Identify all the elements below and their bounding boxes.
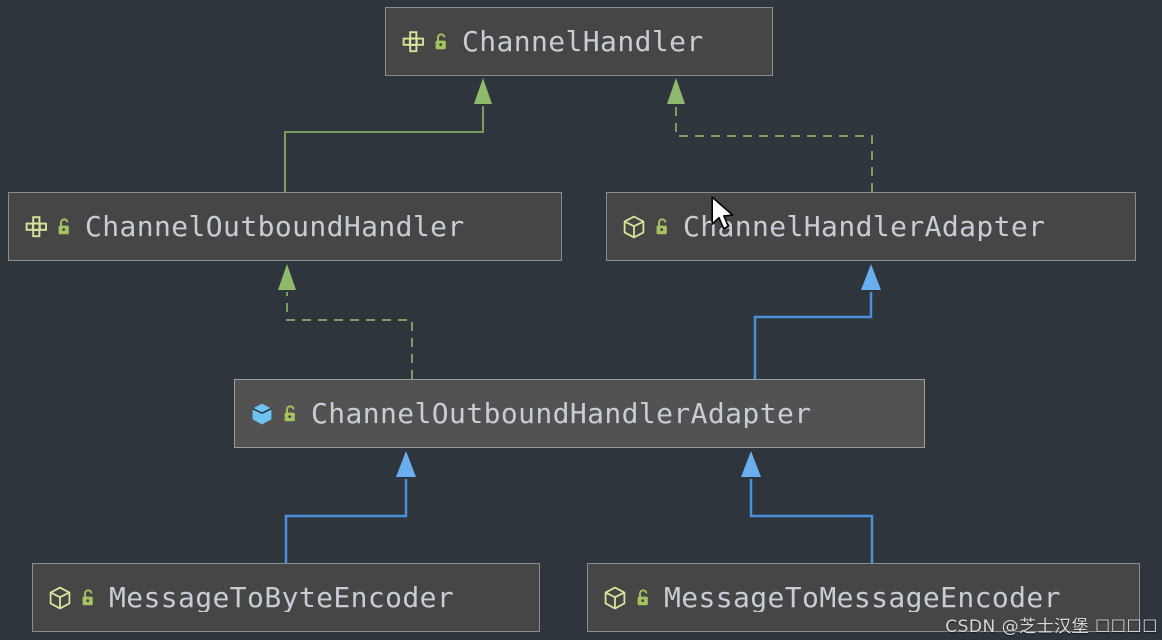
class-node-label: ChannelOutboundHandler [85, 212, 465, 241]
class-node-channel-outbound-handler-adapter[interactable]: ChannelOutboundHandlerAdapter [234, 379, 925, 448]
unlocked-padlock-icon [637, 588, 648, 605]
interface-icon [402, 30, 424, 52]
unlocked-padlock-icon [435, 32, 446, 49]
class-node-label: ChannelHandler [462, 27, 704, 56]
edge-channel-handler-adapter-to-channel-handler [667, 78, 873, 192]
unlocked-padlock-icon [284, 404, 295, 421]
class-icon [252, 403, 272, 424]
class-node-label: MessageToByteEncoder [109, 583, 455, 612]
csdn-watermark: CSDN @芝士汉堡 ☐☐☐☐ [945, 617, 1158, 637]
edge-channel-outbound-handler-adapter-to-channel-handler-adapter [753, 264, 881, 379]
class-node-message-to-byte-encoder[interactable]: MessageToByteEncoder [32, 563, 540, 632]
class-node-label: ChannelOutboundHandlerAdapter [311, 399, 812, 428]
abstract-class-icon [49, 586, 71, 609]
edge-channel-outbound-handler-adapter-to-channel-outbound-handler [278, 264, 413, 379]
unlocked-padlock-icon [656, 217, 667, 234]
class-node-label: ChannelHandlerAdapter [683, 212, 1046, 241]
unlocked-padlock-icon [58, 217, 69, 234]
class-node-label: MessageToMessageEncoder [664, 583, 1061, 612]
edge-channel-outbound-handler-to-channel-handler [284, 78, 492, 192]
edge-message-to-byte-encoder-to-channel-outbound-handler-adapter [284, 451, 416, 563]
abstract-class-icon [604, 586, 626, 609]
edge-message-to-message-encoder-to-channel-outbound-handler-adapter [741, 451, 874, 563]
class-node-channel-handler-adapter[interactable]: ChannelHandlerAdapter [606, 192, 1136, 261]
class-node-channel-handler[interactable]: ChannelHandler [385, 7, 773, 76]
interface-icon [25, 215, 47, 237]
class-node-channel-outbound-handler[interactable]: ChannelOutboundHandler [8, 192, 562, 261]
class-node-message-to-message-encoder[interactable]: MessageToMessageEncoder [587, 563, 1140, 632]
unlocked-padlock-icon [82, 588, 93, 605]
abstract-class-icon [623, 215, 645, 238]
